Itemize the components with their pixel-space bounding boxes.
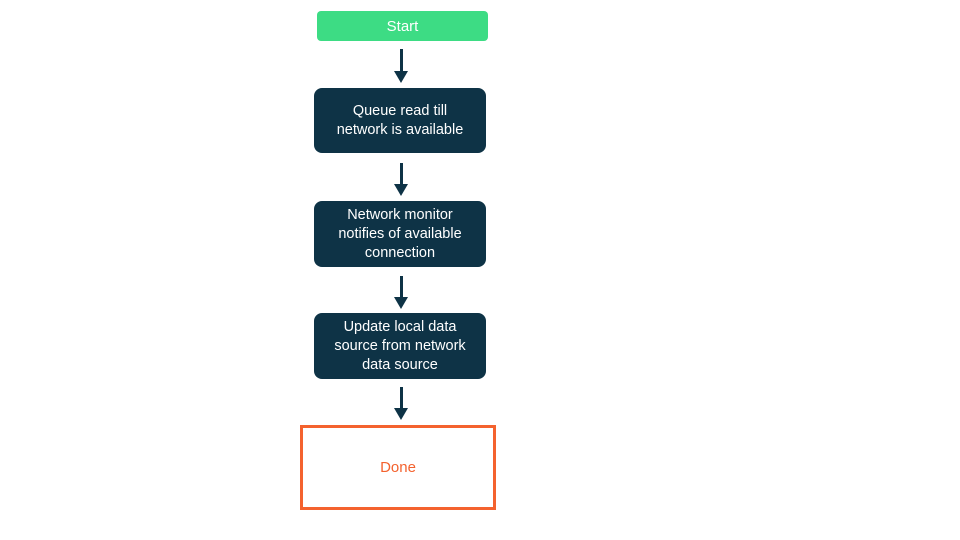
flow-node-done: Done: [300, 425, 496, 510]
arrow-down-icon: [393, 163, 409, 196]
arrow-down-icon: [393, 387, 409, 420]
arrow-down-icon: [393, 276, 409, 309]
arrow-stem: [399, 387, 403, 409]
arrow-down-icon: [393, 49, 409, 83]
flow-node-update-local-data: Update local data source from network da…: [314, 313, 486, 379]
arrow-head: [394, 184, 408, 196]
arrow-head: [394, 71, 408, 83]
arrow-head: [394, 408, 408, 420]
flow-node-queue-read: Queue read till network is available: [314, 88, 486, 153]
arrow-stem: [399, 49, 403, 72]
arrow-stem: [399, 276, 403, 298]
flow-node-network-monitor: Network monitor notifies of available co…: [314, 201, 486, 267]
flow-node-start: Start: [317, 11, 488, 41]
arrow-head: [394, 297, 408, 309]
arrow-stem: [399, 163, 403, 185]
